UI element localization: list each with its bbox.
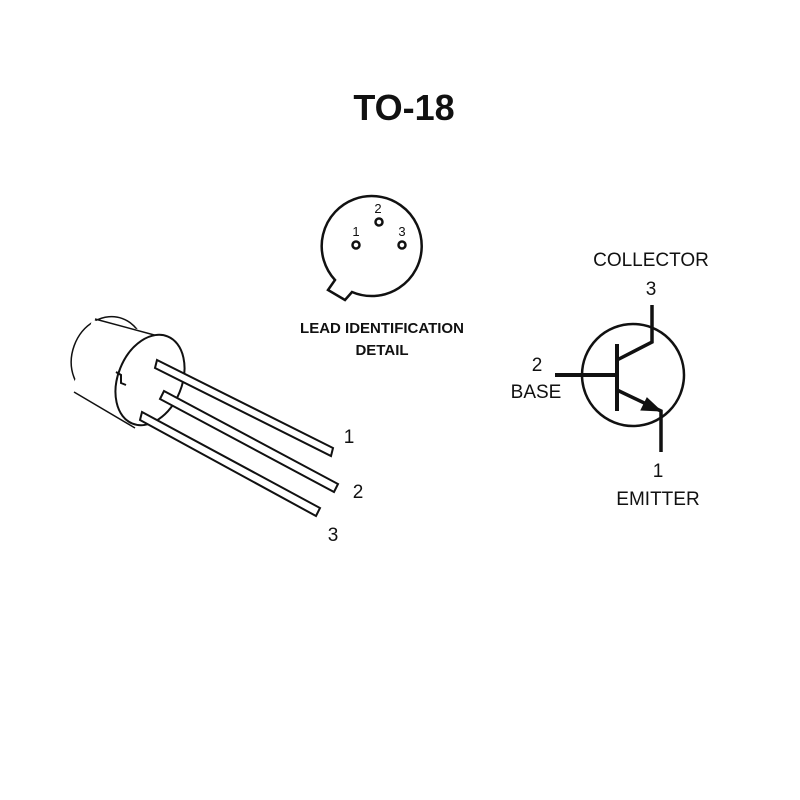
npn-transistor-symbol xyxy=(555,305,686,452)
collector-label: COLLECTOR xyxy=(593,250,709,271)
emitter-arrow-icon xyxy=(640,397,663,412)
detail-pin-2: 2 xyxy=(374,201,381,216)
emitter-label: EMITTER xyxy=(616,489,699,510)
package-top-edge xyxy=(94,318,159,337)
detail-pin-1: 1 xyxy=(352,224,359,239)
base-label: BASE xyxy=(511,382,562,403)
package-bottom-edge xyxy=(73,391,136,429)
bottom-view-outline xyxy=(320,194,423,302)
package-tab xyxy=(115,371,127,386)
pin-hole-2 xyxy=(374,217,384,227)
lead-2 xyxy=(158,389,340,494)
collector-pin: 3 xyxy=(646,279,657,300)
lead-1 xyxy=(153,358,335,458)
lead-detail-caption-1: LEAD IDENTIFICATION xyxy=(300,320,464,337)
base-pin: 2 xyxy=(532,355,543,376)
lead-identification-view xyxy=(320,194,423,302)
pin-hole-1 xyxy=(351,240,361,250)
lead-detail-caption-2: DETAIL xyxy=(355,342,408,359)
package-lead-label-1: 1 xyxy=(344,427,355,448)
lead-3 xyxy=(138,410,322,518)
package-lead-label-3: 3 xyxy=(328,525,339,546)
detail-pin-3: 3 xyxy=(398,224,405,239)
to18-package xyxy=(70,315,340,518)
pin-hole-3 xyxy=(397,240,407,250)
title: TO-18 xyxy=(353,87,454,128)
package-lead-label-2: 2 xyxy=(353,482,364,503)
collector-lead xyxy=(616,305,654,362)
emitter-pin: 1 xyxy=(653,461,664,482)
